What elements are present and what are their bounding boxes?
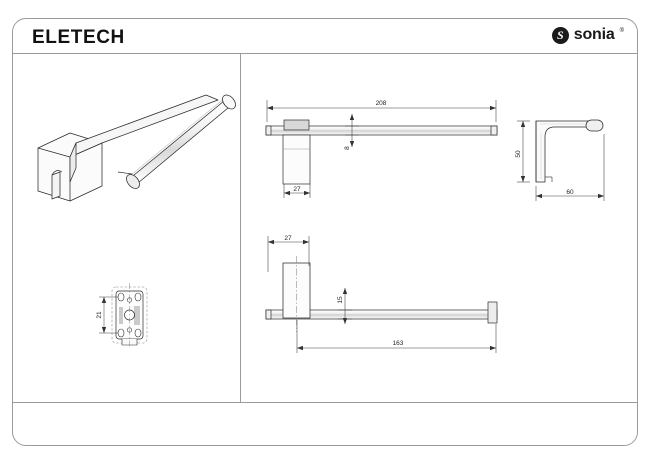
sonia-circle-s-icon [551,26,569,44]
page-title: ELETECH [32,27,125,48]
sheet-border [12,18,638,446]
brand-logo: sonia ® [551,26,624,44]
brand-name: sonia [573,26,615,43]
title-bar [12,18,638,54]
trademark-symbol: ® [619,28,624,34]
vertical-divider [240,54,241,402]
footer-divider [12,402,638,403]
